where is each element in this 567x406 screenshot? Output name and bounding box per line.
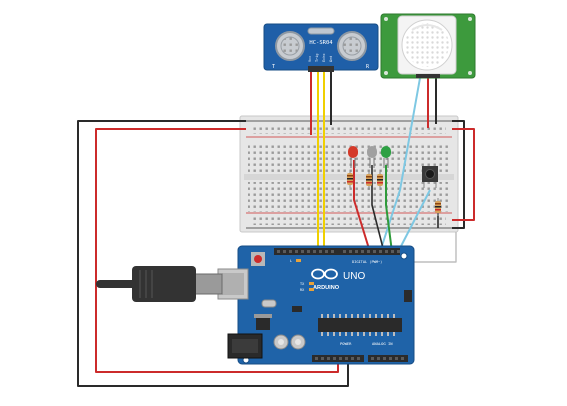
sensor-pin-vcc: Vcc (308, 56, 312, 62)
sensor-model-label: HC-SR04 (309, 40, 333, 46)
led-green (381, 146, 391, 168)
usb-cable (96, 266, 223, 302)
push-button (422, 166, 438, 188)
wire-led-red-pin (353, 160, 371, 253)
arduino-brand-label: ARDUINO (313, 285, 340, 291)
atmega-chip (318, 318, 402, 332)
label-rx: RX (300, 288, 305, 292)
label-tx: TX (300, 282, 305, 286)
wire-red-right-rail (452, 128, 475, 221)
resistor-green-led (377, 170, 383, 190)
power-header (312, 355, 364, 362)
wire-red-5v-loop (95, 128, 339, 373)
arduino-model-label: UNO (343, 271, 365, 282)
wire-black-right-rail (452, 120, 465, 229)
digital-header (274, 248, 400, 255)
power-header-label: POWER (340, 341, 352, 346)
resistor-red-led (347, 170, 353, 188)
digital-header-label: DIGITAL (PWM~) (352, 260, 382, 264)
arduino-logo (311, 268, 338, 280)
arduino-uno: DIGITAL (PWM~) UNO ARDUINO L TX RX (217, 245, 415, 365)
sensor-pin-echo: Echo (322, 54, 326, 62)
pir-sensor (380, 13, 476, 79)
sensor-r-label: R (366, 64, 370, 70)
wire-led-green-pin (385, 165, 393, 253)
wire-button-pin (397, 189, 431, 253)
ultrasonic-sensor: HC-SR04 T R Vcc Trig Echo Gnd (263, 23, 379, 72)
label-l: L (290, 259, 292, 263)
resistor-gray-led (366, 170, 372, 190)
sensor-pin-labels: Vcc Trig Echo Gnd (308, 54, 333, 62)
led-red (348, 146, 358, 168)
wire-black-gnd-loop (77, 120, 349, 387)
resistors (347, 170, 441, 216)
sensor-pin-gnd: Gnd (329, 56, 333, 62)
sensor-t-label: T (272, 64, 275, 70)
led-gray (367, 146, 377, 168)
wire-pir-signal (379, 77, 421, 253)
analog-header-label: ANALOG IN (372, 341, 393, 346)
sensor-pin-trig: Trig (315, 54, 319, 62)
wires (77, 70, 475, 387)
resistor-button (435, 198, 441, 216)
wire-gray-right (400, 232, 457, 263)
analog-header (368, 355, 408, 362)
